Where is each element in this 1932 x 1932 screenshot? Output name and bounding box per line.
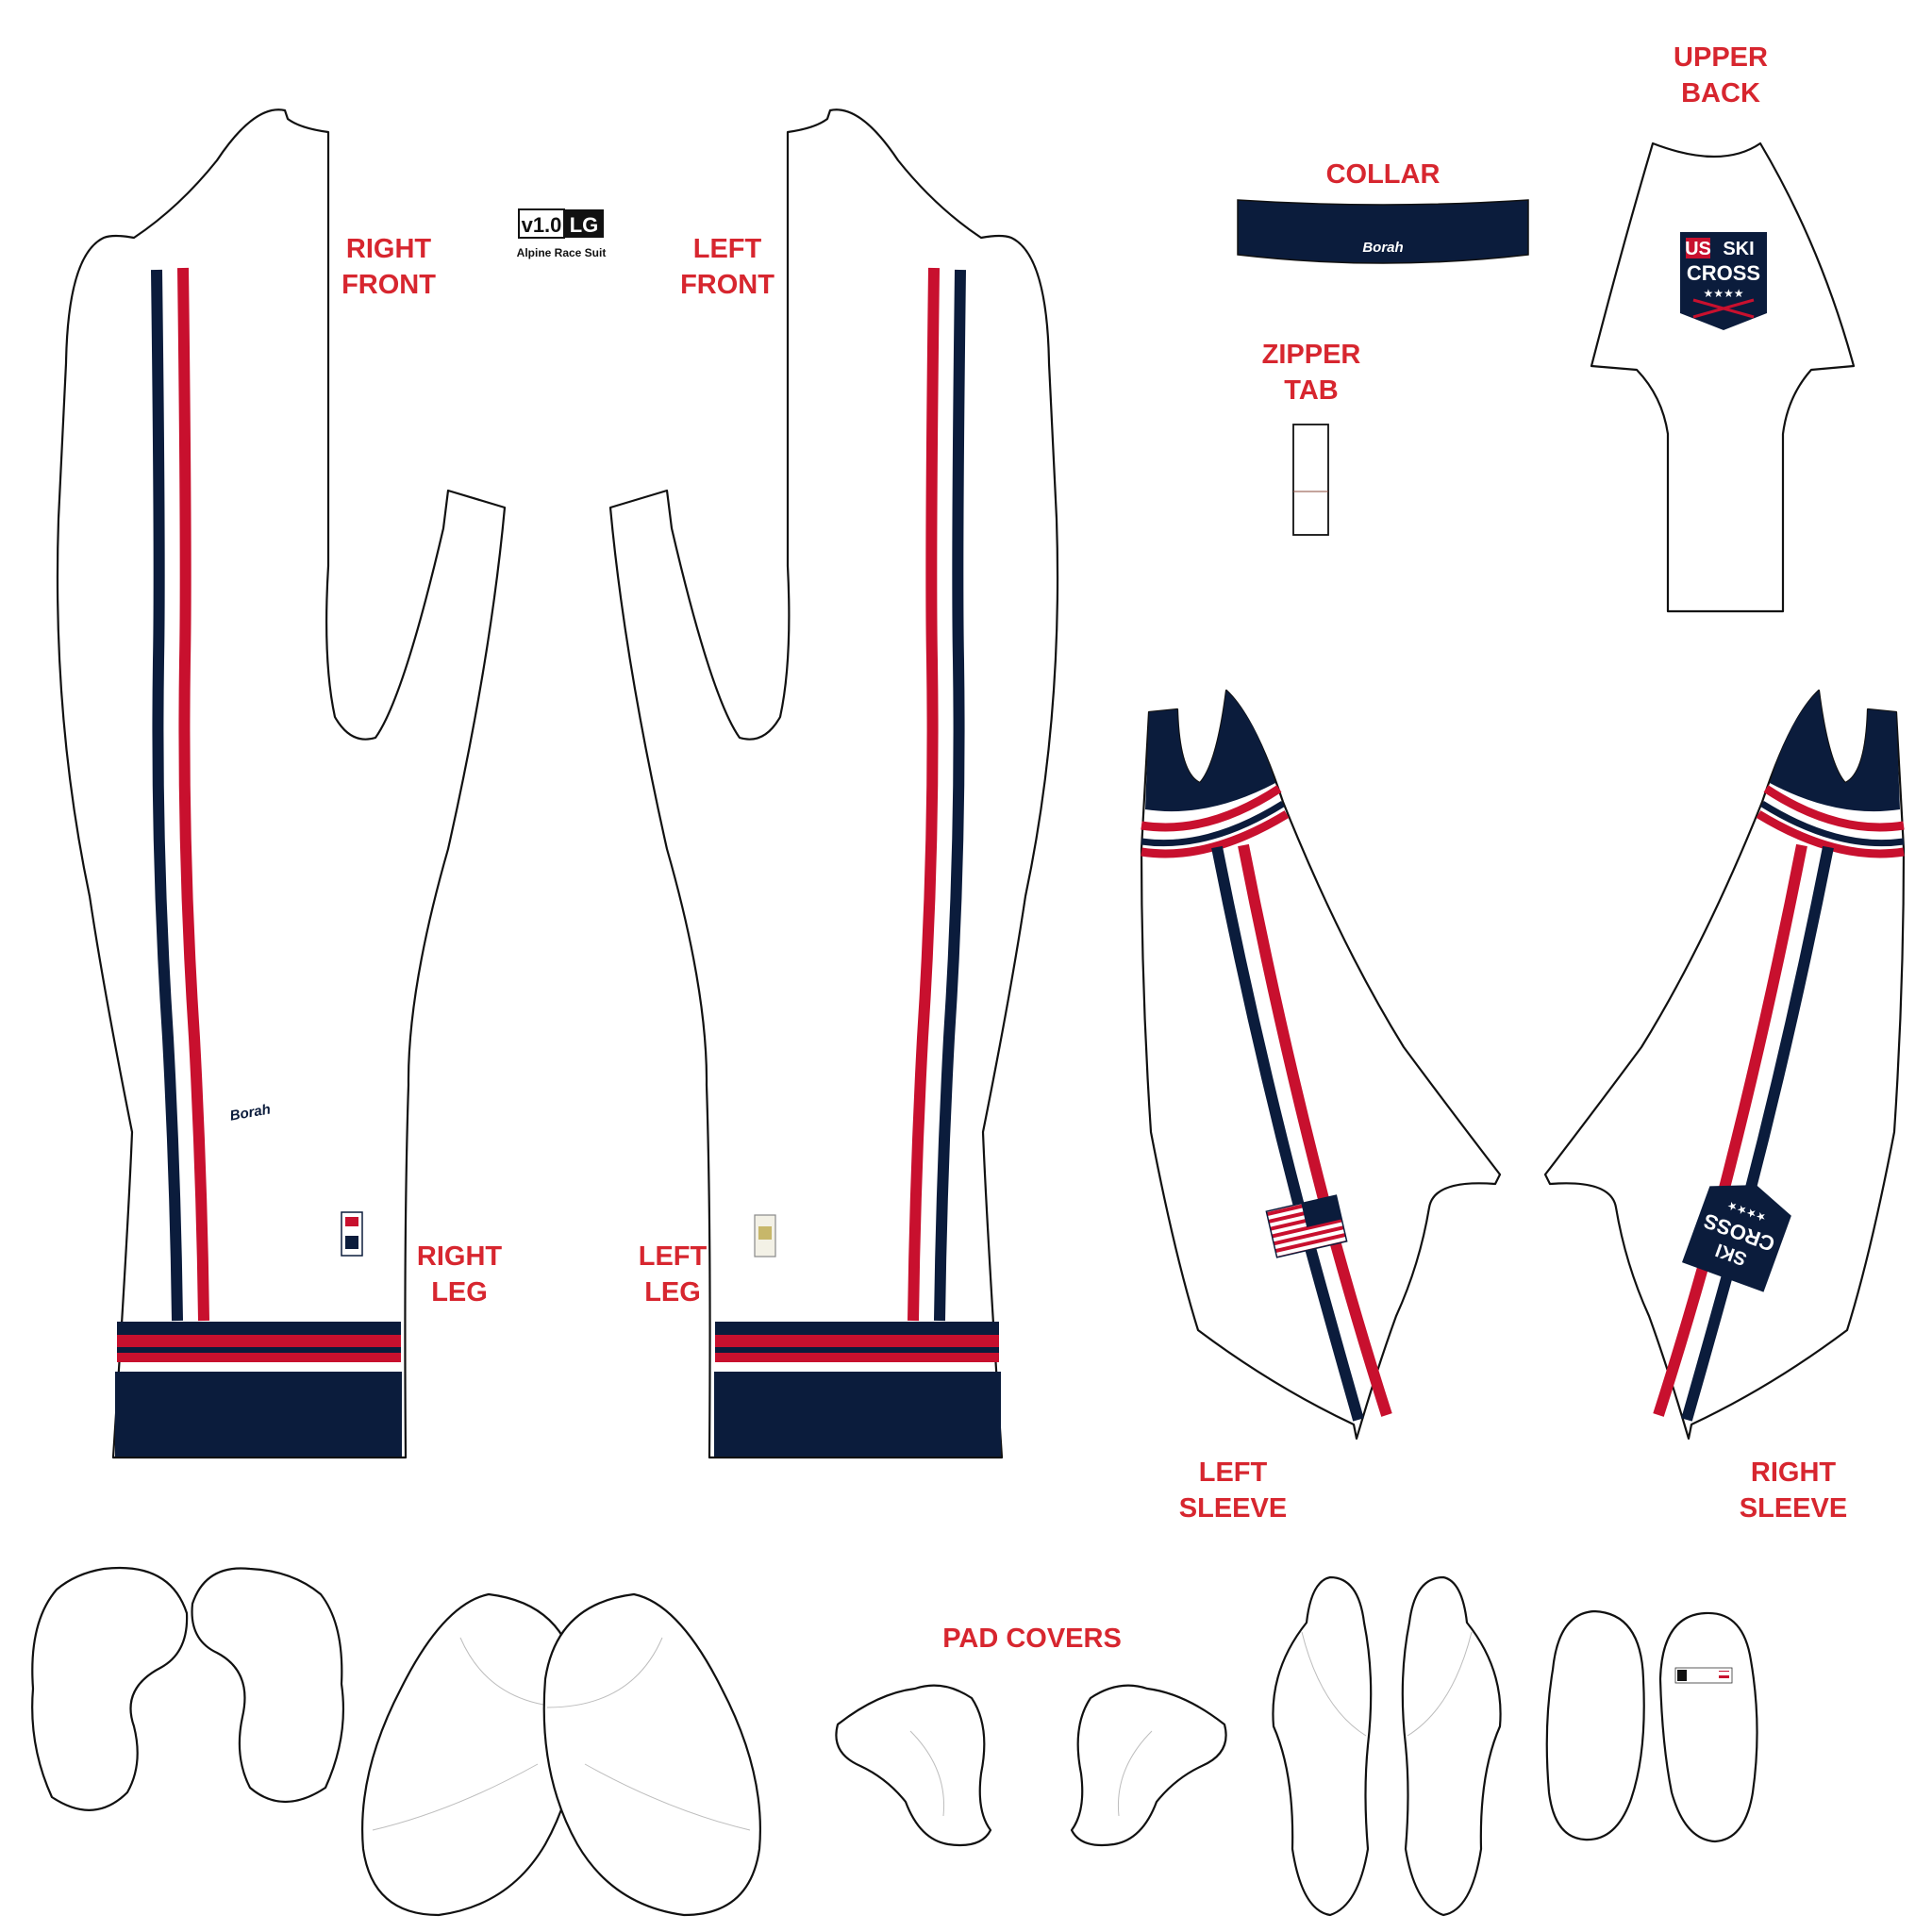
svg-text:CROSS: CROSS [1687, 261, 1760, 285]
zipper-tab [1292, 424, 1329, 536]
label-pad-covers: PAD COVERS [942, 1624, 1122, 1654]
upper-back-panel: US SKI CROSS ★★★★ [1590, 142, 1856, 613]
pad-cover-10 [1658, 1611, 1758, 1843]
pad-cover-5 [835, 1684, 992, 1847]
version-number: v1.0 [522, 213, 562, 237]
collar-panel: Borah [1237, 199, 1529, 264]
label-right-front-2: FRONT [341, 270, 436, 300]
left-front-panel [608, 108, 1059, 1459]
label-zipper-tab-1: ZIPPER [1262, 340, 1361, 370]
pad-cover-9 [1545, 1609, 1645, 1841]
label-left-leg-2: LEG [644, 1277, 701, 1307]
svg-text:SKI: SKI [1723, 239, 1754, 259]
svg-text:★★★★: ★★★★ [1703, 287, 1743, 300]
pad-cover-2 [191, 1567, 345, 1804]
pad-covers [31, 1566, 1758, 1917]
us-ski-cross-logo: US SKI CROSS ★★★★ [1680, 232, 1767, 330]
label-right-leg-2: LEG [431, 1277, 488, 1307]
label-right-leg-1: RIGHT [417, 1241, 503, 1272]
right-front-panel: Borah [56, 108, 507, 1459]
left-sleeve-panel [1140, 689, 1502, 1441]
label-zipper-tab-2: TAB [1284, 375, 1338, 406]
label-collar: COLLAR [1326, 159, 1441, 190]
pad-cover-6 [1070, 1684, 1227, 1847]
version-code: LG [570, 213, 599, 237]
collar-borah-logo: Borah [1362, 240, 1403, 256]
label-upper-back-1: UPPER [1674, 42, 1768, 73]
label-left-sleeve-2: SLEEVE [1179, 1493, 1287, 1524]
pad-cover-4 [542, 1592, 761, 1917]
pad-cover-1 [31, 1566, 189, 1811]
usa-flag-patch [1265, 1194, 1348, 1258]
panel-labels: RIGHT FRONT LEFT FRONT RIGHT LEG LEFT LE… [341, 42, 1847, 1654]
version-badge: v1.0 LG Alpine Race Suit [517, 208, 607, 259]
label-left-front-2: FRONT [680, 270, 774, 300]
label-left-sleeve-1: LEFT [1199, 1457, 1268, 1488]
made-in-usa-tag [341, 1211, 363, 1257]
label-right-sleeve-1: RIGHT [1751, 1457, 1837, 1488]
svg-text:US: US [1685, 239, 1711, 259]
label-upper-back-2: BACK [1681, 78, 1760, 108]
pad-cover-7 [1272, 1575, 1373, 1917]
label-left-front-1: LEFT [693, 234, 762, 264]
version-subtitle: Alpine Race Suit [517, 246, 607, 259]
pad-cover-8 [1401, 1575, 1502, 1917]
right-sleeve-panel: SKI CROSS ★★★★ [1543, 689, 1906, 1441]
sleeve-us-ski-cross-logo: SKI CROSS ★★★★ [1681, 1185, 1791, 1292]
pad-cover-3 [361, 1592, 580, 1917]
label-left-leg-1: LEFT [639, 1241, 708, 1272]
certification-tag [754, 1214, 776, 1257]
label-right-front-1: RIGHT [346, 234, 432, 264]
label-right-sleeve-2: SLEEVE [1740, 1493, 1847, 1524]
